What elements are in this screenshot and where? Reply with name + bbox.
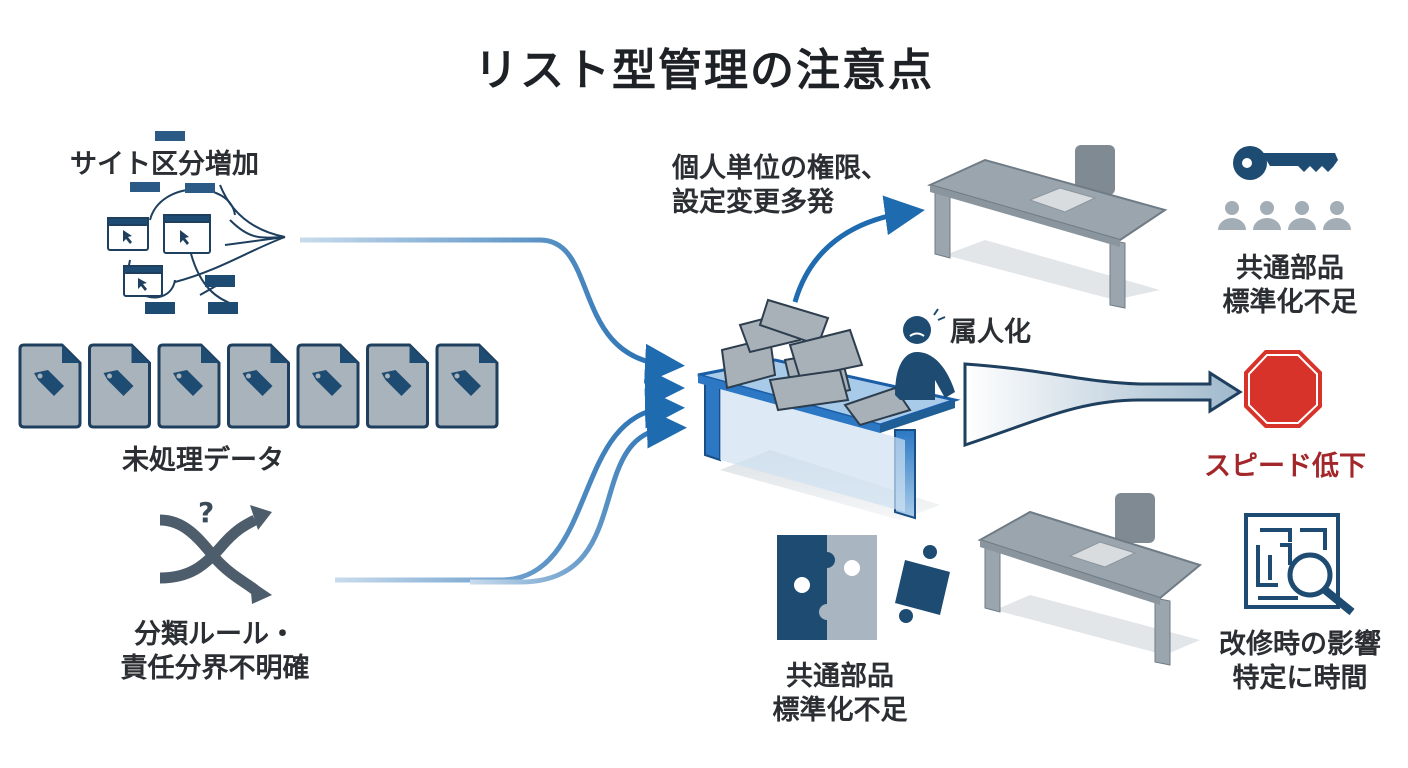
label-line: 共通部品 [786,661,894,692]
label-standardization-center: 共通部品 標準化不足 [760,660,920,728]
label-unclear-rules: 分類ルール・ 責任分界不明確 [110,618,320,686]
flow-arrows [300,237,687,585]
arrow-head-up [250,505,272,530]
label-permission-changes: 個人単位の権限、 設定変更多発 [672,152,888,220]
upper-flow-arrow [792,195,925,303]
crossed-arrows-question-icon [159,514,259,595]
label-line: 特定に時間 [1232,662,1368,694]
arrow-head-down [250,580,272,604]
label-line: 分類ルール・ [134,619,296,650]
label-person-dependency: 属人化 [950,317,1031,348]
label-line: 標準化不足 [1222,286,1358,318]
tagged-files-row [18,343,499,429]
label-standardization-right: 共通部品 標準化不足 [1210,252,1370,320]
label-line: 設定変更多発 [672,186,834,218]
tagged-file-icon [157,343,221,429]
funnel-arrow [963,362,1243,448]
question-mark: ? [198,496,214,529]
overloaded-desk-icon [697,298,961,520]
label-speed-drop: スピード低下 [1204,451,1366,482]
stop-sign-icon [1244,350,1322,428]
label-line: 共通部品 [1236,253,1344,284]
office-desk-top [927,145,1168,309]
maze-magnifier-icon [1244,513,1355,616]
tagged-file-icon [227,343,290,429]
tagged-file-icon [88,343,151,429]
page-title: リスト型管理の注意点 [474,45,934,96]
tagged-file-icon [18,343,82,429]
label-site-increase: サイト区分増加 [70,149,259,180]
label-impact-analysis: 改修時の影響 特定に時間 [1205,628,1395,696]
tagged-file-icon [296,343,360,429]
network-windows-icon [107,131,286,314]
label-line: 個人単位の権限、 [672,153,888,184]
label-line: 責任分界不明確 [120,652,310,684]
label-line: 改修時の影響 [1219,629,1381,660]
tagged-file-icon [366,343,429,429]
tagged-file-icon [435,343,499,429]
label-line: 標準化不足 [772,694,908,726]
label-unprocessed-data: 未処理データ [122,445,284,476]
office-desk-bottom [977,493,1203,666]
key-and-users-icon [1218,146,1351,230]
puzzle-pieces-icon [777,535,950,640]
